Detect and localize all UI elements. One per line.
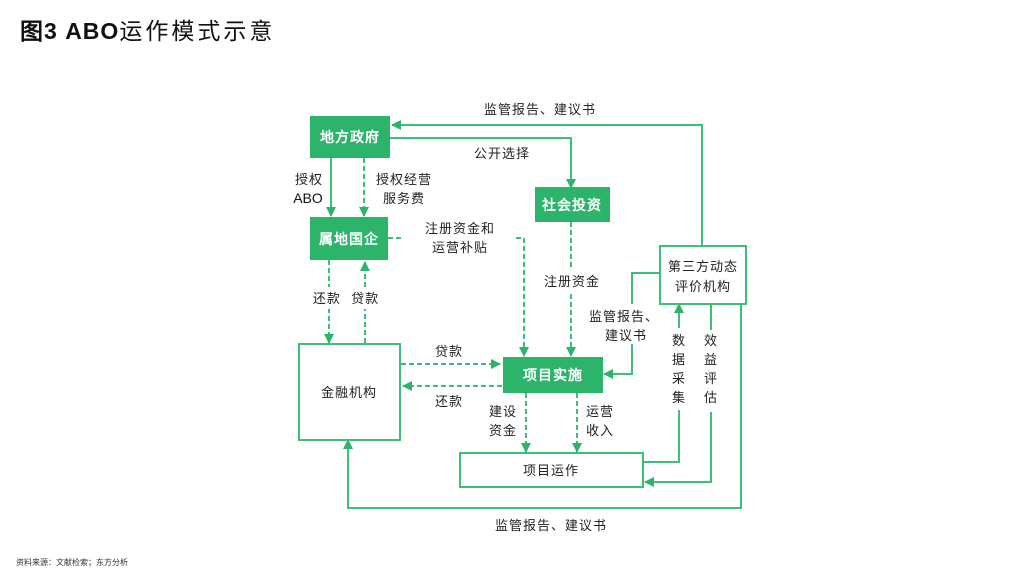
label-mid-report: 监管报告、 (589, 310, 659, 325)
node-project-operation[interactable]: 项目运作 (459, 452, 644, 488)
label-service-fee: 服务费 (383, 191, 425, 207)
label-bottom-report: 监管报告、建议书 (495, 519, 607, 534)
node-social-investment[interactable]: 社会投资 (535, 187, 610, 222)
label-operating: 运营 (586, 405, 614, 420)
label-char: 益 (704, 353, 718, 368)
label-public-selection: 公开选择 (474, 147, 530, 162)
node-label: 项目运作 (523, 464, 579, 479)
node-label: 第三方动态 (668, 259, 738, 275)
label-income: 收入 (586, 424, 614, 439)
node-project-implementation[interactable]: 项目实施 (503, 357, 603, 393)
label-authorize-operation: 授权经营 (376, 172, 432, 188)
source-note: 资料来源：文献检索；东方分析 (16, 558, 128, 567)
label-construction: 建设 (489, 405, 517, 420)
label-loan: 贷款 (435, 345, 463, 360)
label-char: 据 (672, 353, 686, 368)
edge-bottom-report (343, 304, 742, 509)
node-label: 属地国企 (319, 231, 379, 248)
label-char: 集 (672, 390, 686, 406)
figure-title-abo: ABO (65, 18, 120, 44)
label-operating-subsidy: 运营补贴 (432, 241, 488, 256)
label-capital-and: 注册资金和 (425, 221, 495, 237)
label-top-report: 监管报告、建议书 (484, 103, 596, 118)
label-authorize: 授权 (295, 172, 323, 188)
edge-capital-subsidy (388, 237, 529, 357)
label-data-collection: 数 据 采 集 (672, 334, 686, 406)
label-funds: 资金 (489, 423, 517, 439)
label-char: 评 (704, 372, 718, 387)
edge-public-selection (390, 137, 576, 189)
node-local-government[interactable]: 地方政府 (310, 116, 390, 158)
label-abo: ABO (293, 190, 323, 206)
label-benefit-eval: 效 益 评 估 (704, 334, 718, 406)
figure-title: 图3 ABO运作模式示意 (20, 12, 275, 46)
figure-number: 图3 (20, 18, 66, 44)
node-label: 项目实施 (523, 367, 583, 384)
figure-title-text: 运作模式示意 (119, 19, 276, 45)
label-char: 效 (704, 334, 718, 349)
edge-top-report (391, 120, 703, 248)
label-repay: 还款 (435, 395, 463, 410)
label-char: 估 (704, 391, 718, 406)
node-third-party-evaluator[interactable]: 第三方动态 评价机构 (659, 245, 747, 305)
label-char: 数 (672, 334, 686, 349)
node-label: 评价机构 (675, 280, 731, 295)
node-label: 地方政府 (320, 129, 380, 146)
node-local-soe[interactable]: 属地国企 (310, 217, 388, 260)
node-financial-institution[interactable]: 金融机构 (298, 343, 401, 441)
label-registered-capital: 注册资金 (544, 274, 600, 290)
label-char: 采 (672, 372, 686, 387)
node-label: 社会投资 (541, 197, 602, 214)
node-label: 金融机构 (321, 385, 377, 401)
label-repay-loan: 还款 贷款 (313, 292, 379, 307)
label-mid-proposal: 建议书 (605, 329, 647, 344)
